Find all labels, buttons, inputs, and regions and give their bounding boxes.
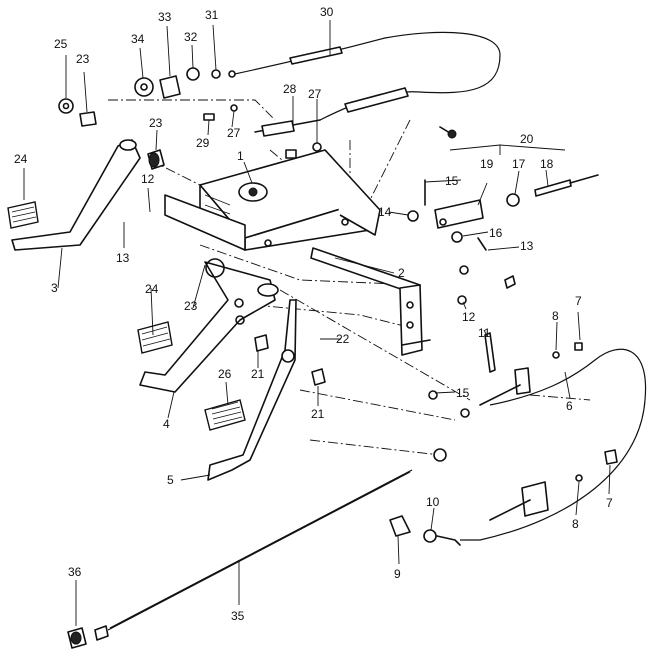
clutch-lever-assembly: [407, 174, 599, 418]
callout-35: 35: [231, 609, 245, 623]
callout-29: 29: [196, 136, 210, 150]
washer-27-icon: [230, 104, 238, 112]
callout-31: 31: [205, 8, 219, 22]
callout-33: 33: [158, 10, 172, 24]
washer-34-icon: [134, 77, 154, 97]
callout-2: 2: [398, 266, 405, 280]
callout-24-middle: 24: [145, 282, 159, 296]
callout-32: 32: [184, 30, 198, 44]
callout-24-left: 24: [14, 152, 28, 166]
callout-19: 19: [480, 157, 494, 171]
callout-3: 3: [51, 281, 58, 295]
callout-7-lower: 7: [606, 496, 613, 510]
bushing-icon: [79, 111, 97, 127]
callout-27-left: 27: [227, 126, 241, 140]
callout-7-upper: 7: [575, 294, 582, 308]
callout-5: 5: [167, 473, 174, 487]
pedal-support-bar: [310, 247, 431, 356]
clip-33-icon: [159, 75, 181, 99]
clutch-cable: [433, 342, 647, 541]
callout-11: 11: [478, 326, 491, 340]
callout-16: 16: [489, 226, 503, 240]
assembly-centerlines: [108, 99, 591, 456]
callout-8-lower: 8: [572, 517, 579, 531]
callout-8-upper: 8: [552, 309, 559, 323]
callout-23-top: 23: [149, 116, 163, 130]
callout-4: 4: [163, 417, 170, 431]
callout-13-left: 13: [116, 251, 130, 265]
cable-end-parts: [389, 515, 461, 546]
callout-12-left: 12: [141, 172, 155, 186]
pedal-bushing: [147, 149, 165, 170]
nut-31-icon: [211, 69, 221, 79]
callout-6: 6: [566, 399, 573, 413]
callout-12-right: 12: [462, 310, 476, 324]
pedal-pivot-hardware: [58, 67, 322, 159]
clutch-pedal: [7, 139, 141, 251]
callout-13-right: 13: [520, 239, 534, 253]
callout-30: 30: [320, 5, 334, 19]
callout-34: 34: [131, 32, 145, 46]
callout-23-middle: 23: [184, 299, 198, 313]
callout-21-left: 21: [251, 367, 265, 381]
callout-28: 28: [283, 82, 297, 96]
bolt-29-icon: [203, 113, 215, 121]
callout-10: 10: [426, 495, 440, 509]
callout-17: 17: [512, 157, 526, 171]
callout-15-upper: 15: [445, 174, 459, 188]
callout-labels: 1 2 3 4 5 6 7 7 8 8 9 10 11 12 12 13 13 …: [14, 5, 613, 623]
callout-26: 26: [218, 367, 232, 381]
callout-21-right: 21: [311, 407, 325, 421]
callout-15-lower: 15: [456, 386, 470, 400]
accelerator-cable: [228, 31, 501, 139]
washer-icon: [58, 98, 74, 114]
callout-25: 25: [54, 37, 68, 51]
accelerator-pedal: [204, 299, 297, 481]
callout-27-right: 27: [308, 87, 322, 101]
leader-lines: [23, 20, 611, 626]
callout-14: 14: [378, 205, 392, 219]
washer-32-icon: [186, 67, 200, 81]
callout-1: 1: [237, 149, 244, 163]
callout-20: 20: [520, 132, 534, 146]
brake-pedal: [137, 258, 279, 393]
callout-18: 18: [540, 157, 554, 171]
pedal-bracket: [164, 149, 381, 251]
callout-36: 36: [68, 565, 82, 579]
callout-22: 22: [336, 332, 350, 346]
callout-23-top-left: 23: [76, 52, 90, 66]
stopper-parts: [254, 334, 326, 386]
callout-9: 9: [394, 567, 401, 581]
choke-cable: [67, 469, 413, 649]
